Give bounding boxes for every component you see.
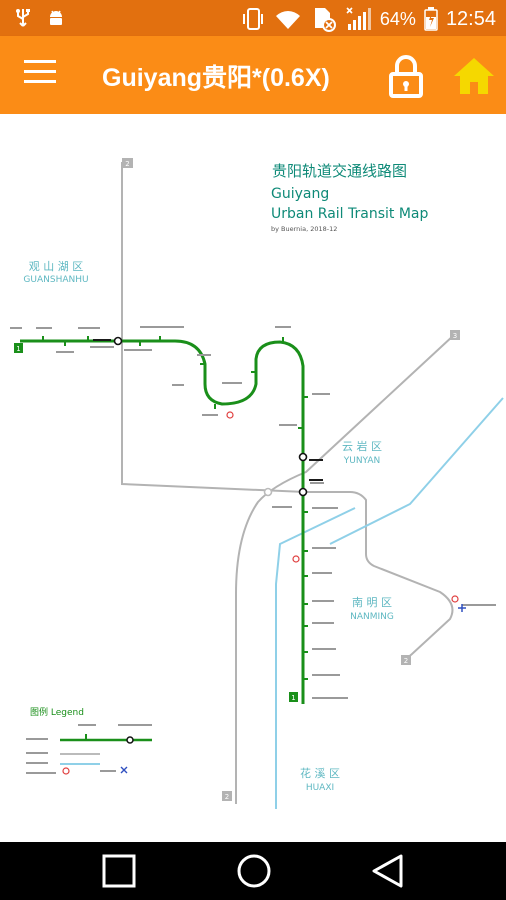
district-nanming-en: NANMING: [350, 612, 394, 622]
metro-map[interactable]: 2 3 2 2 1 1: [0, 114, 506, 842]
interchange-station[interactable]: [263, 487, 273, 497]
railway-station-icon: [451, 595, 459, 603]
route-marker: [222, 791, 232, 801]
map-title-en-1: Guiyang: [271, 186, 329, 202]
system-nav-bar: [0, 842, 506, 900]
line-1-badge: [14, 343, 23, 353]
clock: 12:54: [445, 7, 496, 30]
signal-icon: [346, 7, 371, 30]
wifi-icon: [275, 11, 300, 29]
legend: [26, 724, 152, 775]
app-bar: Guiyang贵阳*(0.6X): [0, 36, 506, 114]
interchange-station[interactable]: [298, 452, 308, 462]
district-nanming-cn: 南 明 区: [352, 596, 392, 609]
back-icon[interactable]: [368, 854, 408, 888]
district-huaxi-en: HUAXI: [306, 783, 334, 793]
battery-percent: 64%: [379, 8, 416, 29]
interchange-label-marks: [93, 339, 323, 481]
map-credit: by Buernia, 2018-12: [271, 225, 337, 233]
map-title-cn: 贵阳轨道交通线路图: [272, 162, 407, 180]
airport-icon: [458, 604, 466, 612]
legend-title: 图例 Legend: [30, 706, 84, 718]
vibrate-icon: [242, 8, 263, 30]
route-marker: [122, 158, 133, 168]
district-yunyan-cn: 云 岩 区: [342, 439, 382, 453]
android-icon: [50, 10, 62, 25]
railway-station-icon: [292, 555, 300, 563]
recent-apps-icon[interactable]: [100, 854, 140, 888]
line-1-route: [20, 339, 305, 704]
district-yunyan-en: YUNYAN: [343, 456, 381, 466]
district-guanshanhu-cn: 观 山 湖 区: [29, 260, 84, 273]
home-circle-icon[interactable]: [234, 854, 274, 888]
line-1-badge: [289, 692, 298, 702]
route-marker-label: 3: [453, 332, 457, 340]
station-label-marks: [10, 326, 496, 699]
interchange-station[interactable]: [298, 487, 308, 497]
metro-map-svg: 2 3 2 2 1 1: [10, 158, 504, 809]
status-bar: 64% 12:54: [0, 0, 506, 36]
map-title-en-2: Urban Rail Transit Map: [271, 206, 429, 222]
route-marker-label: 2: [125, 160, 129, 168]
route-marker-label: 2: [404, 657, 408, 665]
route-marker: [450, 330, 460, 340]
menu-icon[interactable]: [24, 60, 56, 90]
battery-icon: [424, 7, 438, 31]
svg-text:1: 1: [291, 694, 295, 702]
district-guanshanhu-en: GUANSHANHU: [23, 275, 88, 285]
page-title: Guiyang贵阳*(0.6X): [102, 64, 330, 92]
district-huaxi-cn: 花 溪 区: [300, 767, 340, 780]
railway-station-icon: [226, 411, 234, 419]
svg-text:1: 1: [16, 345, 20, 353]
route-marker-label: 2: [225, 793, 229, 801]
home-icon[interactable]: [452, 56, 496, 96]
lock-icon[interactable]: [388, 54, 424, 98]
interchange-station[interactable]: [113, 336, 123, 346]
route-marker: [401, 655, 411, 665]
usb-icon: [16, 9, 30, 27]
sim-icon: [314, 8, 336, 32]
